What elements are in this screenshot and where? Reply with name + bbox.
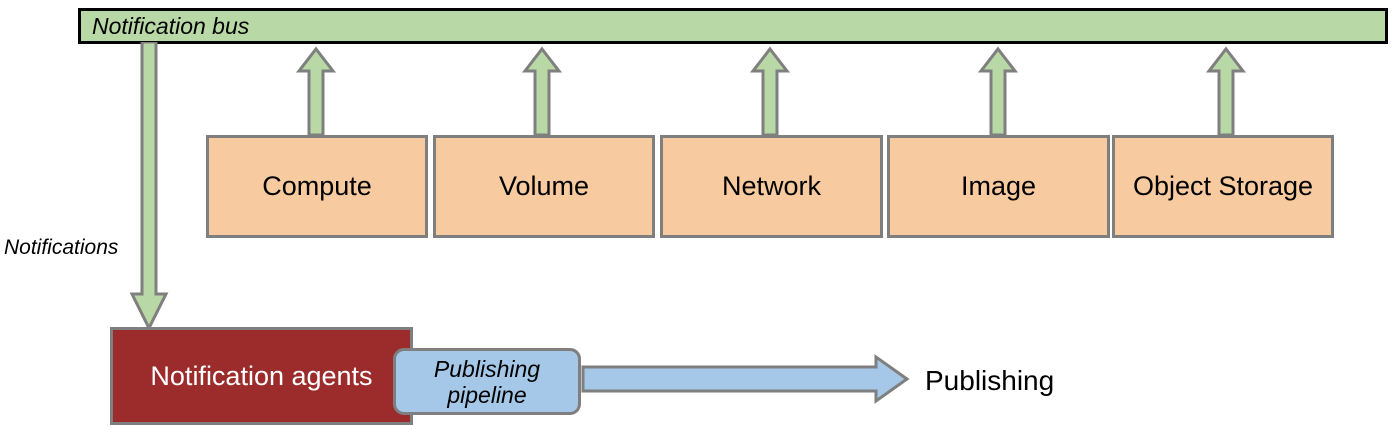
up-arrow-icon-compute [295,45,337,137]
down-arrow-icon [126,40,172,332]
service-label: Volume [498,171,590,201]
service-box-object-storage[interactable]: Object Storage [1112,135,1334,238]
notification-bus-label: Notification bus [92,13,250,39]
publishing-pipeline-label-line2: pipeline [447,381,527,408]
publishing-pipeline-label-line1: Publishing [433,355,541,382]
service-label: Object Storage [1132,171,1314,201]
service-box-network[interactable]: Network [660,135,883,238]
service-label: Network [721,171,822,201]
service-label: Compute [262,171,372,201]
notification-agents-box[interactable]: Notification agents [110,327,413,425]
up-arrow-icon-volume [521,45,563,137]
right-arrow-icon-publishing [580,352,910,406]
notifications-label: Notifications [4,236,119,259]
up-arrow-icon-image [977,45,1019,137]
service-box-volume[interactable]: Volume [433,135,655,238]
publishing-pipeline-box[interactable]: Publishing pipeline [393,348,581,415]
publishing-label: Publishing [925,365,1055,396]
service-box-image[interactable]: Image [887,135,1110,238]
service-box-compute[interactable]: Compute [206,135,428,238]
notification-agents-label: Notification agents [150,360,373,391]
up-arrow-icon-object-storage [1205,45,1247,137]
service-label: Image [960,171,1037,201]
notification-bus-bar [78,8,1388,44]
up-arrow-icon-network [749,45,791,137]
